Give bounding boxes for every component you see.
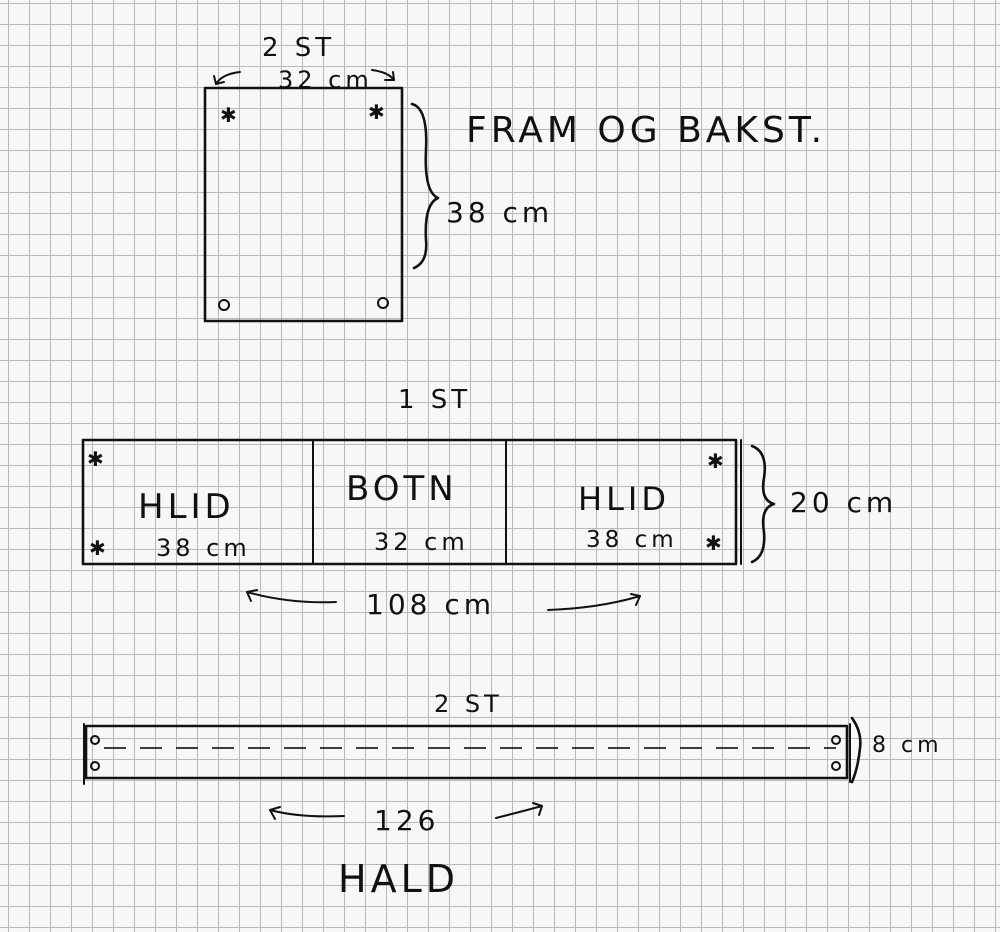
strap-length-arrow xyxy=(269,802,543,820)
body-height: 20 cm xyxy=(790,486,897,519)
strap-rectangle xyxy=(84,724,849,780)
front-back-width-arrow xyxy=(213,69,395,85)
body-star-tl: ✱ xyxy=(87,447,104,471)
body-height-brace xyxy=(750,444,776,564)
front-back-width: 32 cm xyxy=(278,66,373,94)
corner-hole-br xyxy=(377,297,389,309)
front-back-rectangle xyxy=(203,86,404,323)
corner-star-tl: ✱ xyxy=(220,103,237,127)
body-section-3-size: 38 cm xyxy=(586,527,678,553)
body-rectangle xyxy=(81,438,738,566)
strap-length: 126 xyxy=(374,804,439,837)
body-total-length: 108 cm xyxy=(366,588,495,621)
body-section-2-size: 32 cm xyxy=(374,528,469,556)
body-section-2-name: BOTN xyxy=(346,469,458,509)
body-length-arrow xyxy=(246,589,641,611)
front-back-qty: 2 ST xyxy=(262,33,335,63)
front-back-height-brace xyxy=(410,102,440,270)
strap-hole-2 xyxy=(90,761,100,771)
body-star-br: ✱ xyxy=(705,531,722,555)
front-back-name: FRAM OG BAKST. xyxy=(466,110,826,151)
body-section-1-size: 38 cm xyxy=(156,534,251,562)
strap-name: HALD xyxy=(338,857,459,901)
corner-star-tr: ✱ xyxy=(368,100,385,124)
body-section-1-name: HLID xyxy=(138,487,235,527)
strap-width: 8 cm xyxy=(872,733,943,758)
body-star-bl: ✱ xyxy=(89,536,106,560)
strap-hole-3 xyxy=(831,735,841,745)
strap-qty: 2 ST xyxy=(434,690,503,718)
front-back-height: 38 cm xyxy=(446,196,553,229)
strap-width-brace xyxy=(850,716,862,784)
body-panel: 1 ST HLID 38 cm BOTN 32 cm HLID 38 cm ✱ … xyxy=(81,385,897,621)
body-section-3-name: HLID xyxy=(578,480,670,518)
strap-hole-4 xyxy=(831,761,841,771)
body-star-tr: ✱ xyxy=(707,449,724,473)
corner-hole-bl xyxy=(218,299,230,311)
strap-panel: 2 ST 8 cm 126 HALD xyxy=(83,690,943,901)
body-qty: 1 ST xyxy=(398,385,471,415)
strap-hole-1 xyxy=(90,735,100,745)
front-back-panel: 2 ST 32 cm ✱ ✱ 38 cm FRAM OG BAKST. xyxy=(203,33,826,323)
